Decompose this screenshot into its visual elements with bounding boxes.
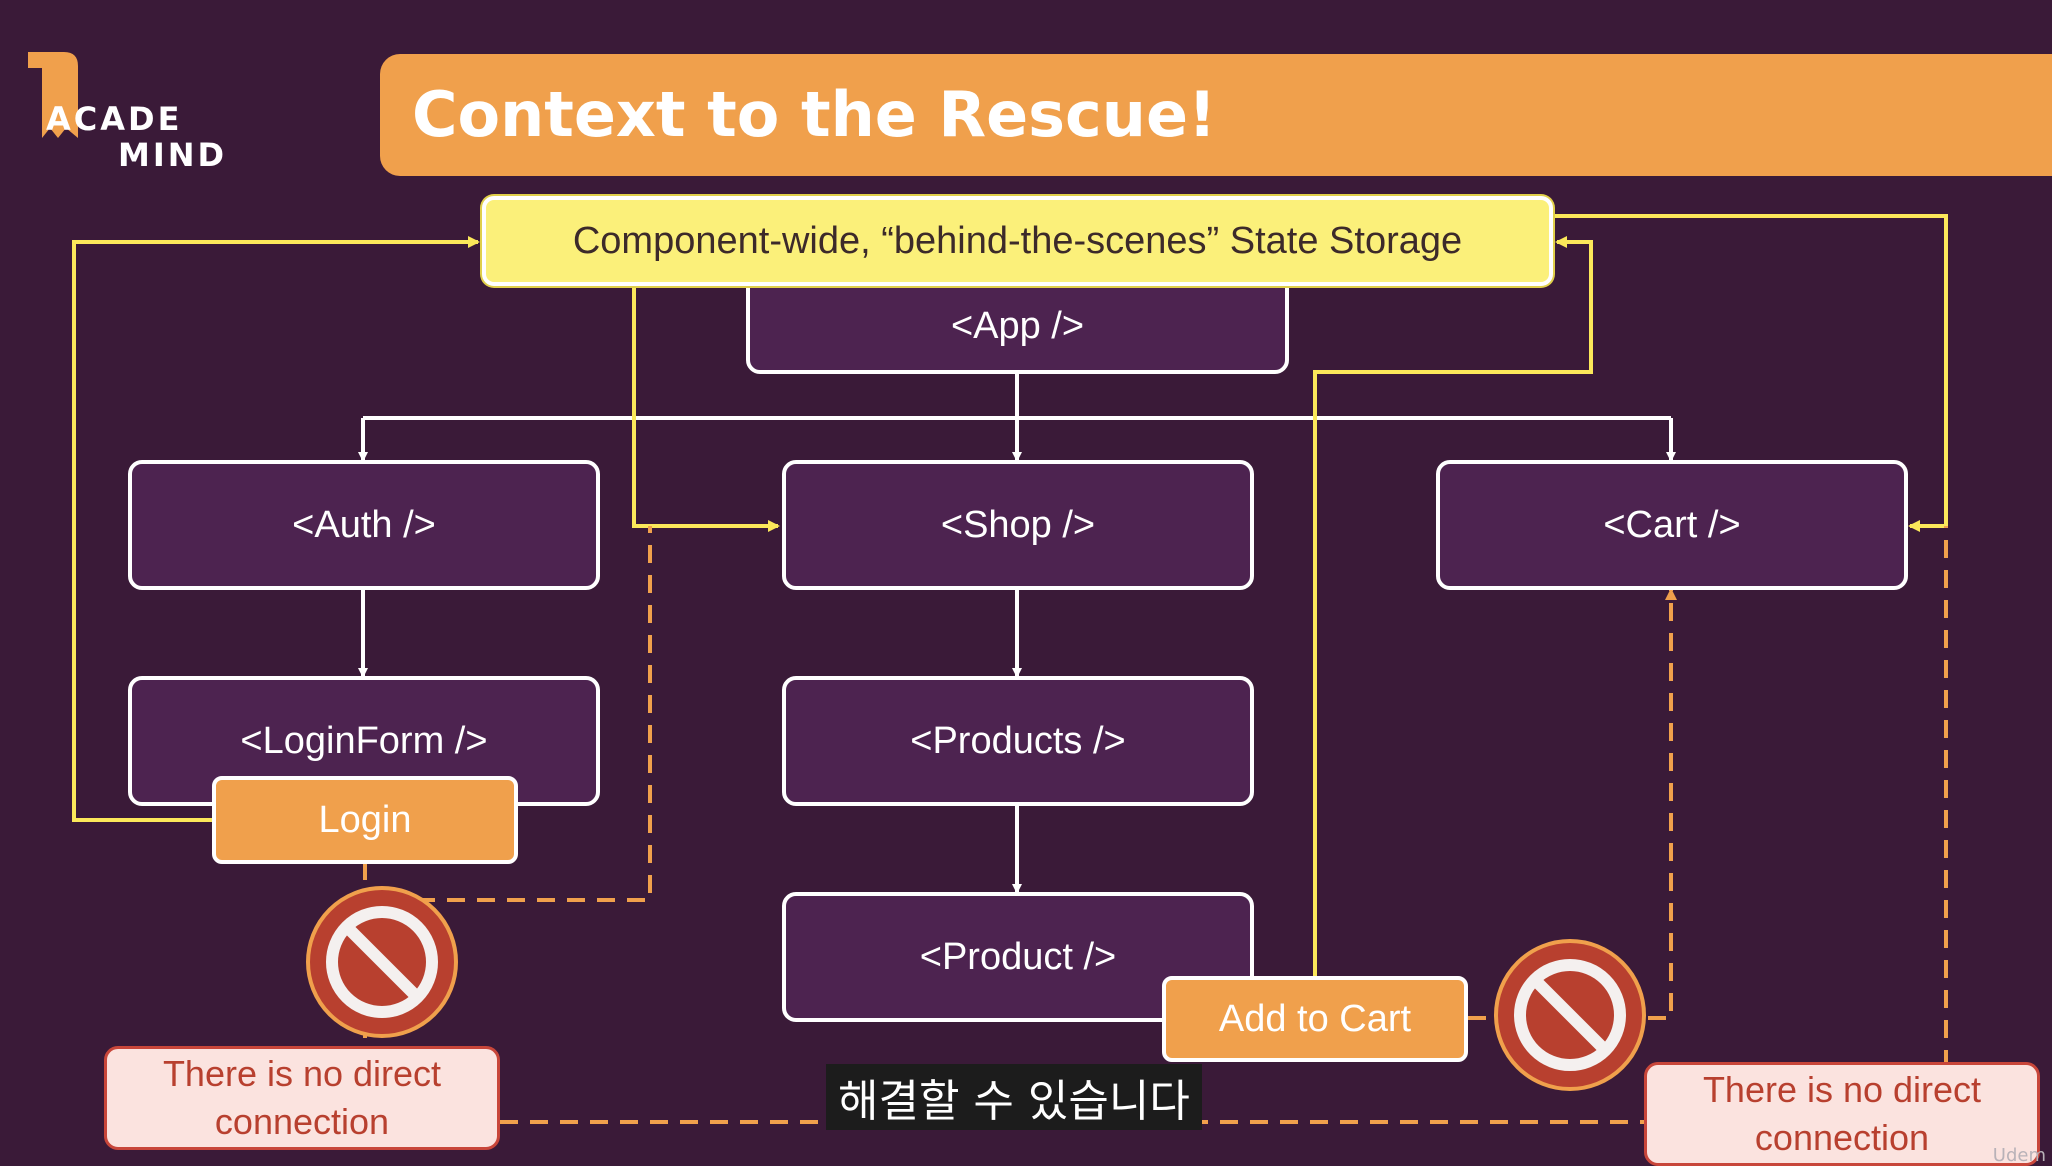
tree-lines [358, 374, 1676, 894]
node-cart: <Cart /> [1436, 460, 1908, 590]
node-app: <App /> [746, 272, 1289, 374]
node-login-form-label: <LoginForm /> [240, 719, 488, 762]
storage-to-cart-line [1553, 214, 1948, 532]
no-connection-icon-right [1494, 939, 1646, 1091]
node-app-label: <App /> [950, 304, 1085, 347]
node-shop-label: <Shop /> [940, 503, 1096, 546]
watermark: Udem [1992, 1145, 2046, 1166]
slide-title: Context to the Rescue! [412, 78, 1217, 151]
note-right-line2: connection [1754, 1117, 1930, 1158]
title-banner [380, 54, 2052, 176]
state-storage-box: Component-wide, “behind-the-scenes” Stat… [482, 196, 1553, 286]
login-button[interactable]: Login [212, 776, 518, 864]
node-products: <Products /> [782, 676, 1254, 806]
logo-word-top: ACADE [46, 100, 183, 138]
add-to-cart-button[interactable]: Add to Cart [1162, 976, 1468, 1062]
context-lines [72, 214, 1948, 978]
login-to-storage-line [72, 236, 480, 822]
state-storage-label: Component-wide, “behind-the-scenes” Stat… [572, 219, 1463, 262]
login-to-shop-dashed [363, 526, 652, 902]
academind-logo: ACADE MIND [20, 50, 240, 180]
video-subtitle: 해결할 수 있습니다 [826, 1064, 1202, 1130]
storage-to-shop-line [632, 286, 780, 532]
node-shop: <Shop /> [782, 460, 1254, 590]
node-product-label: <Product /> [919, 935, 1117, 978]
node-cart-label: <Cart /> [1603, 503, 1741, 546]
add-to-cart-button-label: Add to Cart [1218, 997, 1412, 1040]
addtocart-to-storage-line [1313, 236, 1593, 978]
node-auth-label: <Auth /> [292, 503, 436, 546]
node-products-label: <Products /> [910, 719, 1126, 762]
no-connection-note-right: There is no direct connection [1644, 1062, 2040, 1166]
logo-word-bottom: MIND [118, 136, 228, 174]
note-left-line2: connection [214, 1101, 390, 1142]
blocked-lines [363, 526, 1948, 1124]
logo-mark-icon [28, 52, 78, 138]
note-right-line1: There is no direct [1702, 1069, 1982, 1110]
login-button-label: Login [318, 798, 412, 841]
no-connection-icon-left [306, 886, 458, 1038]
note-left-line1: There is no direct [162, 1053, 442, 1094]
no-connection-note-left: There is no direct connection [104, 1046, 500, 1150]
node-auth: <Auth /> [128, 460, 600, 590]
